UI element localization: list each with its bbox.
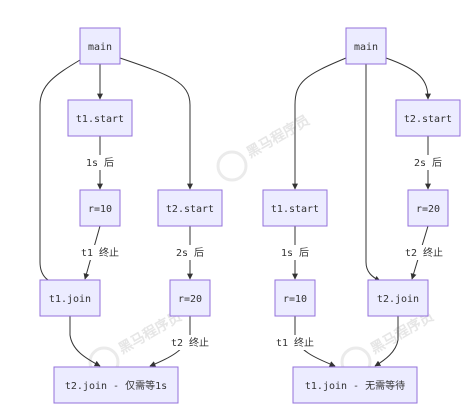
left-node-t1-join: t1.join	[39, 279, 101, 317]
left-label-2s: 2s 后	[172, 245, 208, 260]
svg-text:t1.join: t1.join	[49, 294, 91, 305]
left-edges	[39, 57, 193, 367]
right-label-1s: 1s 后	[277, 245, 313, 260]
svg-text:2s 后: 2s 后	[414, 157, 442, 169]
right-node-t2-start: t2.start	[395, 99, 461, 137]
right-node-t1-join: t1.join - 无需等待	[292, 366, 418, 404]
edge-main-t2join-right-curve	[365, 261, 381, 282]
svg-text:r=10: r=10	[88, 204, 112, 215]
edge-main-t2start-right	[385, 57, 431, 100]
svg-text:main: main	[88, 42, 112, 53]
right-node-r20: r=20	[407, 189, 449, 227]
svg-text:t1.start: t1.start	[76, 114, 124, 125]
right-node-t2-join: t2.join	[367, 279, 429, 317]
svg-text:t2.join - 仅需等1s: t2.join - 仅需等1s	[65, 379, 167, 392]
left-node-t2-start: t2.start	[157, 189, 223, 227]
svg-text:1s 后: 1s 后	[281, 247, 309, 259]
right-label-t2-end: t2 终止	[402, 245, 446, 260]
svg-text:t1 终止: t1 终止	[276, 336, 314, 349]
svg-text:t1.join - 无需等待: t1.join - 无需等待	[305, 379, 405, 392]
left-label-1s: 1s 后	[82, 155, 118, 170]
right-label-t1-end: t1 终止	[273, 335, 317, 350]
left-label-t1-end: t1 终止	[78, 245, 122, 260]
svg-text:t1 终止: t1 终止	[81, 246, 119, 259]
svg-text:t1.start: t1.start	[271, 204, 319, 215]
svg-text:t2 终止: t2 终止	[171, 336, 209, 349]
svg-text:t2.join: t2.join	[377, 294, 419, 305]
watermark-logo: 黑马程序员 黑马程序员 黑马程序员	[88, 112, 437, 378]
svg-text:黑马程序员: 黑马程序员	[244, 112, 313, 162]
svg-text:t2.start: t2.start	[166, 204, 214, 215]
svg-text:2s 后: 2s 后	[176, 247, 204, 259]
left-node-t2-join: t2.join - 仅需等1s	[53, 366, 179, 404]
right-node-r10: r=10	[274, 279, 316, 317]
left-node-t1-start: t1.start	[67, 99, 133, 137]
right-node-main: main	[345, 27, 387, 65]
right-node-t1-start: t1.start	[262, 189, 328, 227]
left-node-main: main	[79, 27, 121, 65]
svg-text:r=10: r=10	[283, 294, 307, 305]
right-label-2s: 2s 后	[410, 155, 446, 170]
svg-text:r=20: r=20	[178, 294, 202, 305]
svg-text:r=20: r=20	[416, 204, 440, 215]
svg-text:t2 终止: t2 终止	[405, 246, 443, 259]
edge-t2join-t1join-right	[374, 316, 399, 367]
edge-t1join-t2join	[69, 316, 101, 367]
svg-text:1s 后: 1s 后	[86, 157, 114, 169]
svg-text:main: main	[354, 42, 378, 53]
svg-text:t2.start: t2.start	[404, 114, 452, 125]
edge-main-t1start-right	[292, 57, 347, 190]
edge-main-t2start	[119, 57, 193, 190]
left-node-r20: r=20	[169, 279, 211, 317]
left-node-r10: r=10	[79, 189, 121, 227]
left-label-t2-end: t2 终止	[168, 335, 212, 350]
edge-main-t1join	[39, 59, 81, 286]
